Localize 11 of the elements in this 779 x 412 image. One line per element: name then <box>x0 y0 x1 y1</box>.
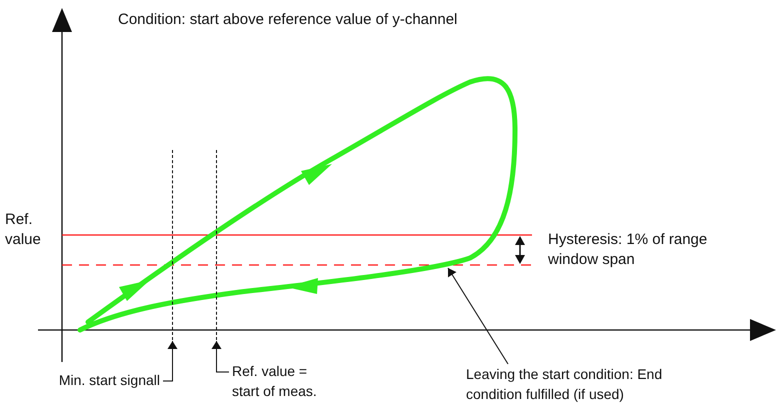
axis-annotation: Hysteresis: 1% of range window span <box>548 230 708 270</box>
annotation-text: Leaving the start condition: End condition fulfilled (if used) <box>466 365 664 404</box>
annotation-text: Ref. value = start of meas. <box>232 362 318 401</box>
dashed-guide-line <box>216 150 217 340</box>
axis-annotation: Ref. value <box>5 210 42 250</box>
leader-line <box>212 340 230 372</box>
annotation-text: Min. start signall <box>58 371 160 390</box>
dashed-guide-line <box>172 150 173 340</box>
diagram-title: Condition: start above reference value of y-channel <box>118 10 458 30</box>
leader-line <box>162 340 178 382</box>
leader-line <box>448 268 508 364</box>
